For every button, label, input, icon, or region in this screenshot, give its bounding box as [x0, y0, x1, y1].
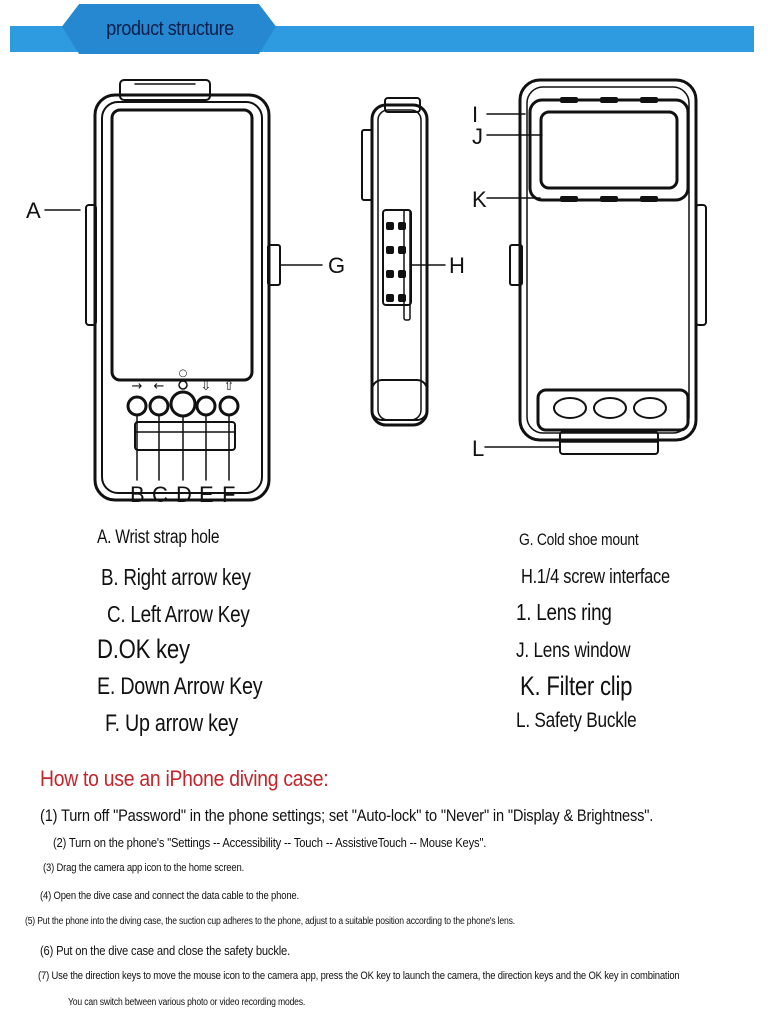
down-arrow-symbol: ⇩ [201, 379, 212, 394]
marker-i: I [472, 102, 478, 127]
screw-interface [382, 209, 412, 306]
marker-l: L [472, 436, 484, 461]
label-up-arrow-key: F. Up arrow key [105, 710, 239, 737]
back-view [484, 78, 707, 455]
marker-f: F [222, 482, 235, 507]
side-view [361, 97, 446, 427]
label-cold-shoe-mount: G. Cold shoe mount [519, 530, 639, 549]
instruction-step-7-continued: You can switch between various photo or … [68, 997, 306, 1008]
marker-g: G [328, 253, 345, 278]
instruction-step-4: (4) Open the dive case and connect the d… [40, 890, 299, 902]
header-tab [62, 4, 276, 54]
marker-e: E [199, 482, 214, 507]
up-arrow-key [218, 395, 240, 417]
lens-window [539, 110, 679, 190]
right-arrow-symbol: → [132, 379, 143, 394]
left-arrow-key [148, 395, 170, 417]
marker-a: A [26, 198, 41, 223]
label-safety-buckle: L. Safety Buckle [516, 709, 637, 732]
marker-c: C [152, 482, 168, 507]
safety-buckle [559, 431, 659, 455]
instructions-title: How to use an iPhone diving case: [40, 766, 329, 791]
label-wrist-strap-hole: A. Wrist strap hole [97, 527, 220, 548]
product-structure-diagram: A B C D E F G H I J K L → ← ○ ⇩ ⇧ [26, 78, 707, 507]
marker-j: J [472, 124, 483, 149]
instruction-step-2: (2) Turn on the phone's "Settings -- Acc… [53, 835, 487, 850]
front-view [44, 79, 323, 502]
instruction-step-1: (1) Turn off "Password" in the phone set… [40, 806, 654, 825]
wrist-strap-hole [85, 204, 97, 326]
marker-k: K [472, 187, 487, 212]
label-down-arrow-key: E. Down Arrow Key [97, 673, 263, 700]
marker-h: H [449, 253, 465, 278]
label-left-arrow-key: C. Left Arrow Key [107, 601, 250, 627]
up-arrow-symbol: ⇧ [224, 379, 235, 394]
marker-d: D [176, 482, 192, 507]
down-arrow-key [195, 395, 217, 417]
label-ok-key: D.OK key [97, 634, 190, 664]
label-right-arrow-key: B. Right arrow key [101, 564, 251, 590]
marker-b: B [130, 482, 145, 507]
ok-symbol: ○ [179, 368, 188, 379]
label-filter-clip: K. Filter clip [520, 671, 633, 701]
label-screw-interface: H.1/4 screw interface [521, 566, 670, 588]
ok-key [169, 390, 197, 418]
instruction-step-5: (5) Put the phone into the diving case, … [25, 916, 515, 927]
lens-ring [528, 98, 690, 202]
instruction-step-7: (7) Use the direction keys to move the m… [38, 970, 680, 982]
instruction-step-3: (3) Drag the camera app icon to the home… [43, 862, 245, 874]
right-arrow-key [126, 395, 148, 417]
label-lens-window: J. Lens window [516, 639, 631, 662]
label-lens-ring: 1. Lens ring [516, 599, 612, 625]
instruction-step-6: (6) Put on the dive case and close the s… [40, 943, 291, 958]
page-title: product structure [106, 17, 234, 40]
left-arrow-symbol: ← [154, 379, 165, 394]
